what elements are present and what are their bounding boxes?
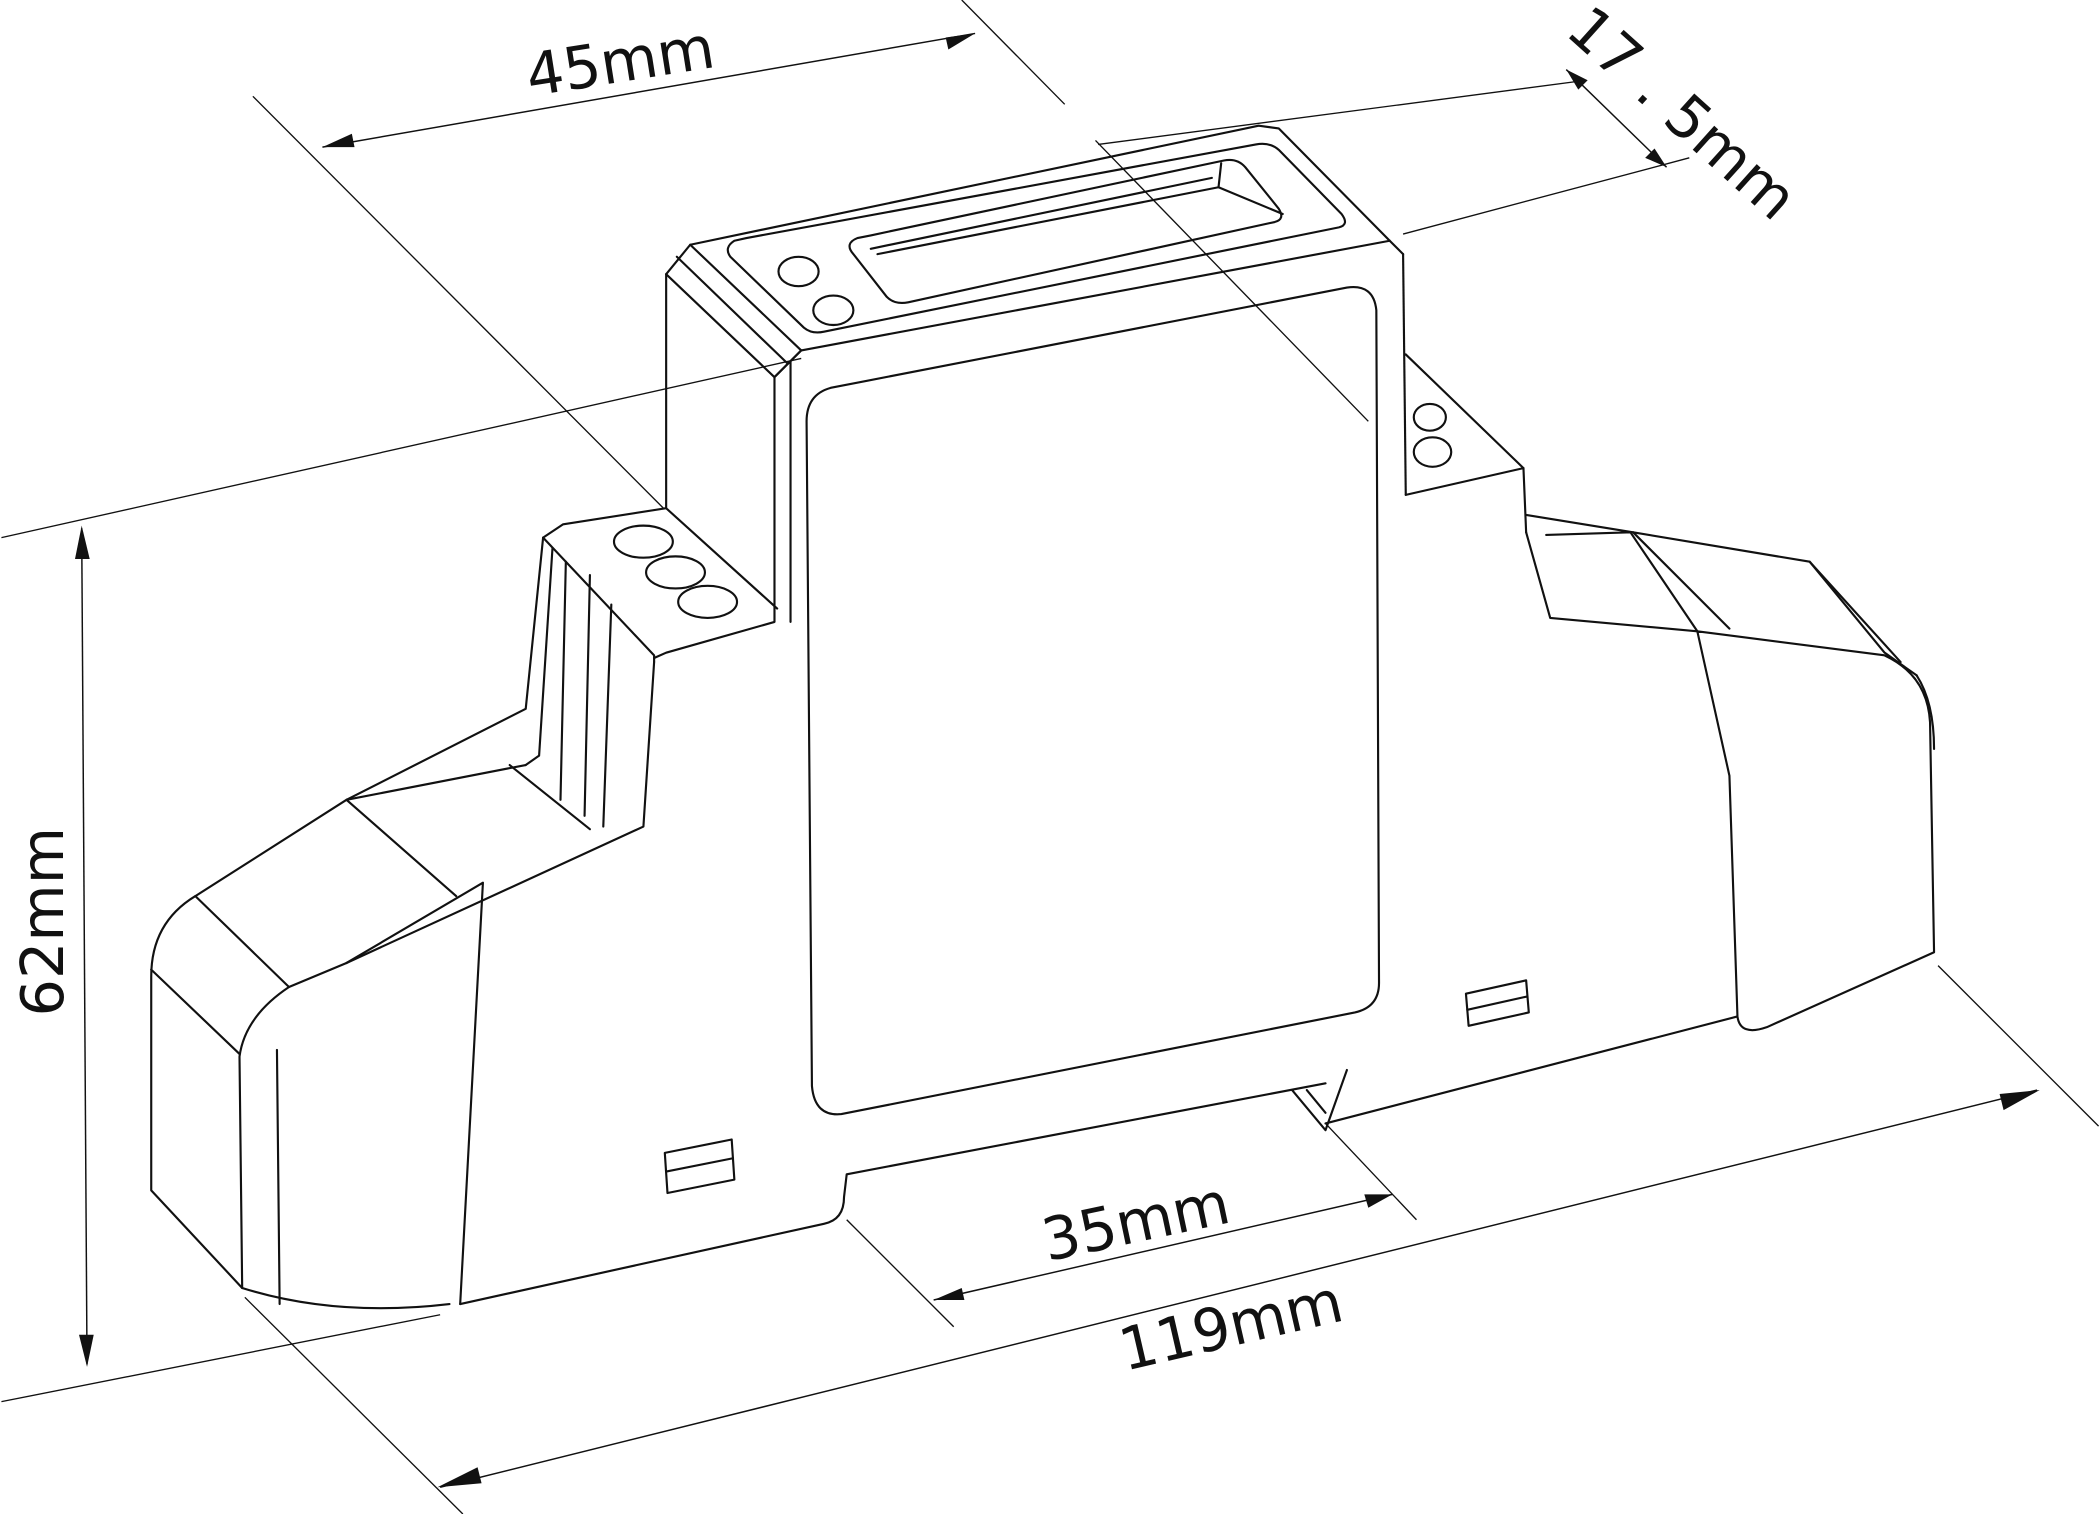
terminal-screw-2 [645,555,707,590]
clip-slot-left [663,1138,736,1195]
dimension-label-17-5mm: 17 . 5mm [1554,0,1810,233]
meter-body [150,124,1936,1310]
terminal-screw-5 [1412,436,1453,468]
terminal-screw-4 [1412,402,1447,432]
clip-slot-right [1464,979,1530,1027]
top-button-2 [812,294,855,327]
dimension-label-35mm: 35mm [1036,1168,1236,1275]
dimension-label-45mm: 45mm [521,12,719,110]
dimension-label-62mm: 62mm [8,827,77,1016]
terminal-screw-3 [677,584,739,619]
terminal-screw-1 [612,524,674,559]
dimension-label-119mm: 119mm [1113,1266,1350,1384]
top-button-1 [777,255,820,288]
